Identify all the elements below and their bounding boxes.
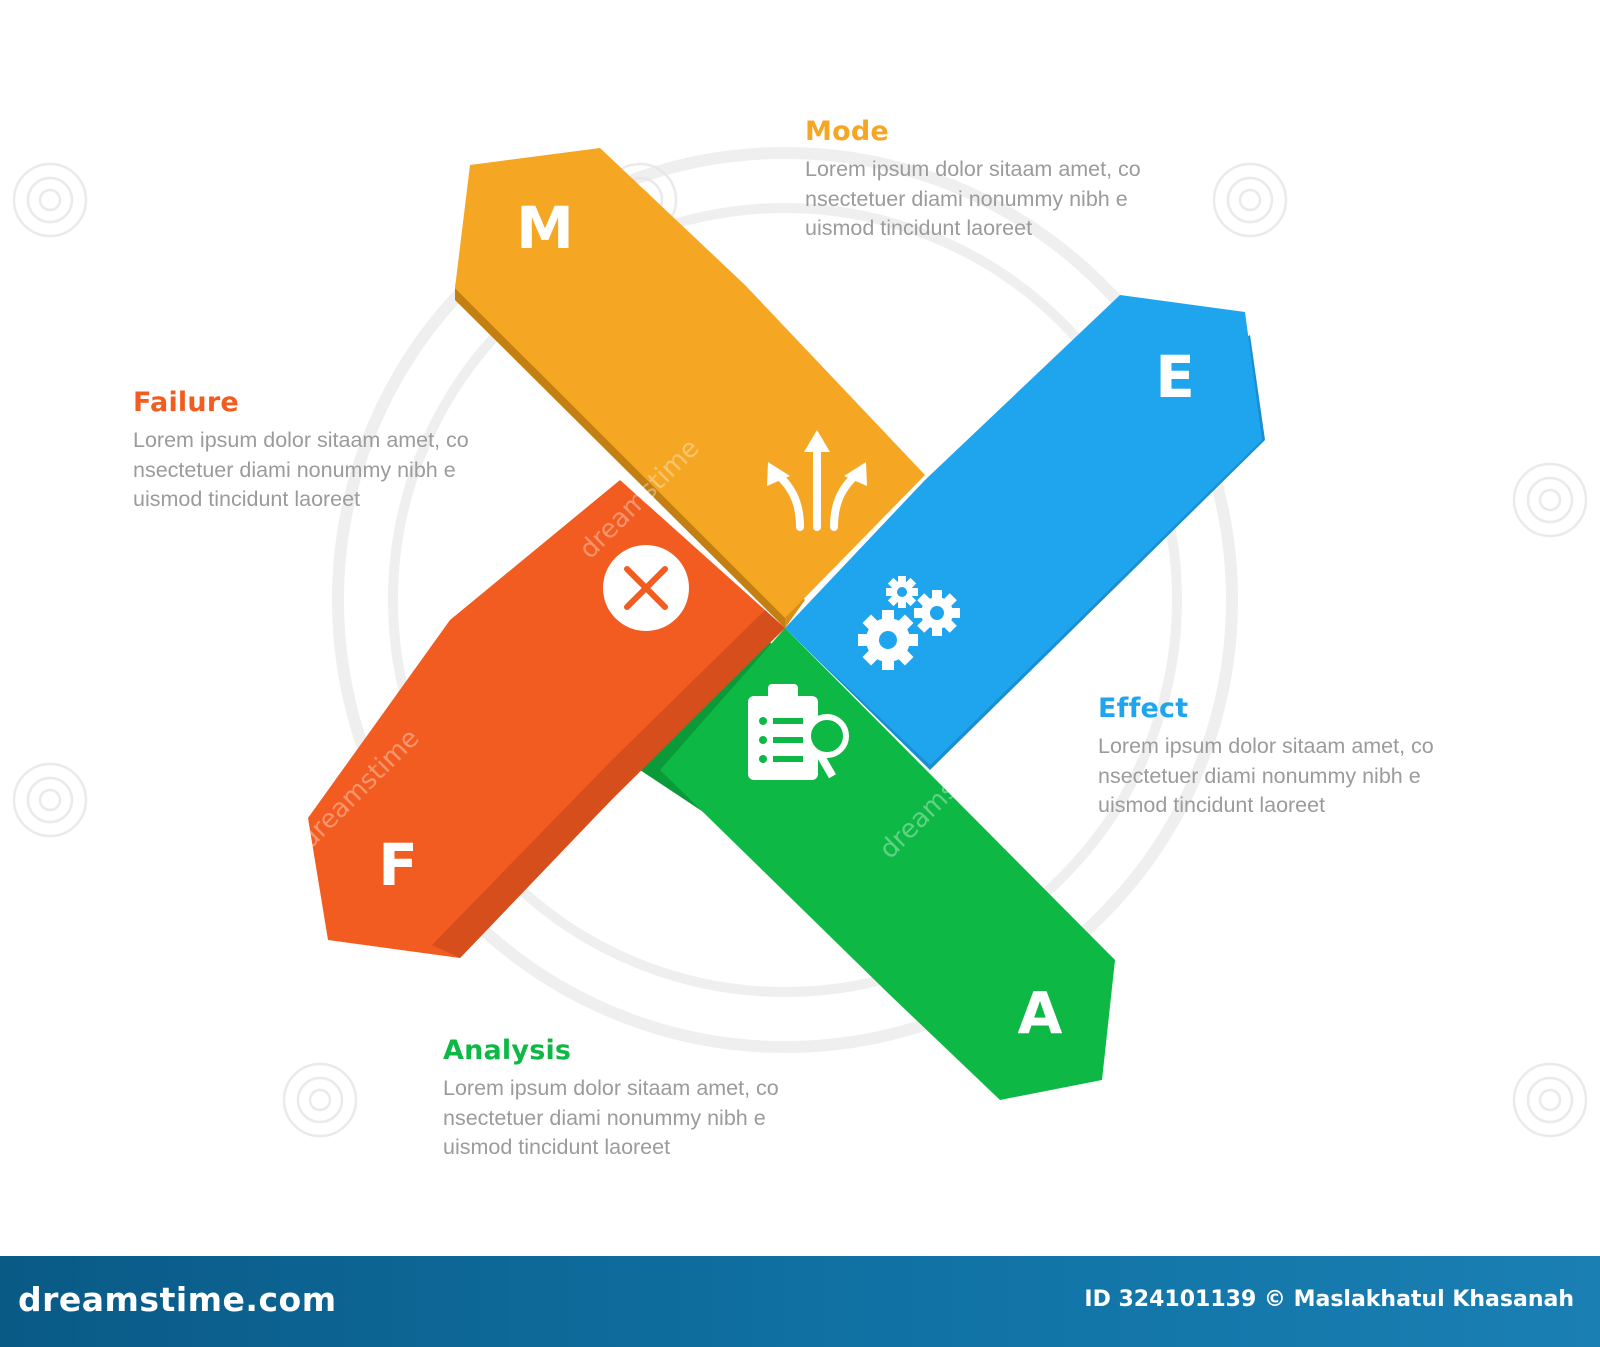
section-failure: Failure Lorem ipsum dolor sitaam amet, c… bbox=[133, 387, 513, 515]
bar-failure: F bbox=[308, 480, 785, 958]
gears-icon bbox=[858, 576, 960, 670]
section-failure-title: Failure bbox=[133, 387, 239, 418]
section-analysis-text: Lorem ipsum dolor sitaam amet, co nsecte… bbox=[443, 1076, 779, 1159]
footer-brand[interactable]: dreamstime.com bbox=[18, 1280, 337, 1319]
section-effect-text: Lorem ipsum dolor sitaam amet, co nsecte… bbox=[1098, 734, 1434, 817]
section-analysis: Analysis Lorem ipsum dolor sitaam amet, … bbox=[443, 1035, 823, 1163]
fmea-diagram: A E bbox=[12, 147, 1588, 1138]
section-analysis-title: Analysis bbox=[443, 1035, 572, 1066]
x-circle-icon bbox=[603, 545, 689, 631]
bar-analysis: A bbox=[640, 610, 1115, 1100]
bar-effect: E bbox=[785, 295, 1265, 770]
bar-failure-letter: F bbox=[378, 831, 418, 899]
bar-failure-shade bbox=[432, 610, 785, 958]
bar-analysis-letter: A bbox=[1018, 979, 1063, 1047]
branching-arrows-icon bbox=[767, 430, 867, 531]
footer-credit: ID 324101139 © Maslakhatul Khasanah bbox=[1084, 1287, 1574, 1312]
clipboard-search-icon bbox=[748, 684, 849, 780]
bar-mode-face bbox=[455, 148, 925, 618]
watermark-spirals bbox=[12, 162, 1588, 1138]
section-mode-title: Mode bbox=[805, 116, 889, 147]
section-mode-text: Lorem ipsum dolor sitaam amet, co nsecte… bbox=[805, 157, 1141, 240]
section-mode: Mode Lorem ipsum dolor sitaam amet, co n… bbox=[805, 116, 1185, 244]
section-effect-title: Effect bbox=[1098, 693, 1189, 724]
section-effect: Effect Lorem ipsum dolor sitaam amet, co… bbox=[1098, 693, 1478, 821]
bar-mode-shade bbox=[455, 288, 785, 628]
background-rings bbox=[332, 147, 1238, 1053]
bar-mode: M bbox=[455, 148, 925, 628]
footer-bar: dreamstime.com ID 324101139 © Maslakhatu… bbox=[0, 1256, 1600, 1347]
bar-effect-letter: E bbox=[1155, 343, 1195, 411]
section-failure-text: Lorem ipsum dolor sitaam amet, co nsecte… bbox=[133, 428, 469, 511]
bar-mode-letter: M bbox=[516, 194, 574, 262]
